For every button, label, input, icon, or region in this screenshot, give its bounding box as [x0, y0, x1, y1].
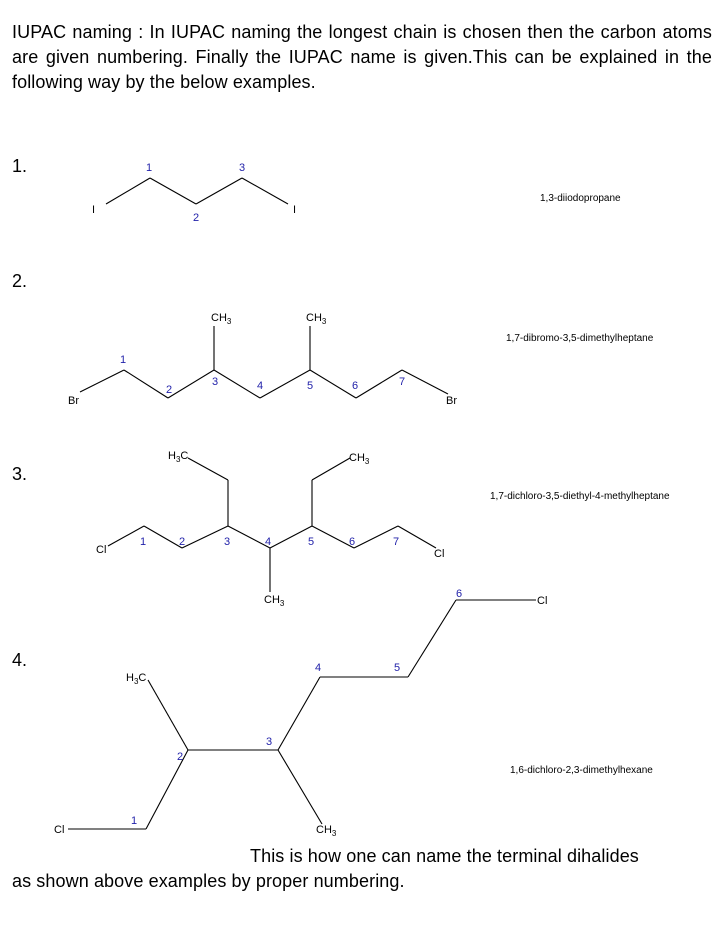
example-3-name: 1,7-dichloro-3,5-diethyl-4-methylheptane [490, 491, 670, 502]
intro-paragraph: IUPAC naming : In IUPAC naming the longe… [12, 22, 712, 92]
carbon-number-6: 6 [349, 536, 355, 548]
substituent-methyl-c5: CH3 [306, 312, 327, 326]
bond [145, 749, 189, 830]
carbon-number-2: 2 [193, 212, 199, 224]
bond [227, 525, 271, 549]
atom-iodine-left: I [92, 204, 95, 216]
atom-iodine-right: I [293, 204, 296, 216]
outro-line-2: as shown above examples by proper number… [12, 871, 405, 891]
outro-paragraph: This is how one can name the terminal di… [12, 844, 714, 894]
carbon-number-1: 1 [140, 536, 146, 548]
bond [259, 369, 311, 399]
substituent-methyl-c3: CH3 [211, 312, 232, 326]
bond [353, 525, 399, 549]
carbon-number-4: 4 [315, 662, 321, 674]
carbon-number-3: 3 [266, 736, 272, 748]
atom-chlorine-right: Cl [537, 595, 547, 607]
example-2-label: 2. [12, 271, 28, 291]
example-3-label: 3. [12, 464, 28, 484]
bond [311, 457, 351, 481]
bond [213, 369, 261, 399]
example-3-bonds [107, 457, 437, 592]
carbon-number-6: 6 [352, 380, 358, 392]
substituent-methyl-c4: CH3 [264, 594, 285, 608]
bond [401, 369, 449, 395]
carbon-number-4: 4 [265, 536, 271, 548]
atom-chlorine-left: Cl [96, 544, 106, 556]
bond [123, 369, 169, 399]
bond [105, 177, 151, 205]
example-2-bonds [79, 326, 449, 399]
bond [407, 599, 457, 678]
bond [397, 525, 437, 549]
carbon-number-4: 4 [257, 380, 263, 392]
carbon-number-7: 7 [393, 536, 399, 548]
bond [147, 679, 189, 751]
carbon-number-5: 5 [394, 662, 400, 674]
bond [277, 749, 323, 825]
bond [355, 369, 403, 399]
carbon-number-6: 6 [456, 588, 462, 600]
bond [143, 525, 183, 549]
bond [149, 177, 197, 205]
carbon-number-5: 5 [307, 380, 313, 392]
bond [309, 369, 357, 399]
example-1-label: 1. [12, 156, 28, 176]
example-4-label: 4. [12, 650, 28, 670]
bond [269, 525, 313, 549]
outro-line-1: This is how one can name the terminal di… [250, 846, 639, 866]
atom-bromine-right: Br [446, 395, 457, 407]
carbon-number-3: 3 [212, 376, 218, 388]
substituent-methyl-c3: CH3 [316, 824, 337, 838]
bond [277, 676, 321, 751]
substituent-methyl-c2: H3C [126, 672, 146, 686]
carbon-number-2: 2 [179, 536, 185, 548]
bond [167, 369, 215, 399]
bond [311, 525, 355, 549]
substituent-ethyl-c5: CH3 [349, 452, 370, 466]
bond [241, 177, 289, 205]
bond [195, 177, 243, 205]
carbon-number-5: 5 [308, 536, 314, 548]
atom-chlorine-left: Cl [54, 824, 64, 836]
carbon-number-7: 7 [399, 376, 405, 388]
bond [181, 525, 229, 549]
example-4-name: 1,6-dichloro-2,3-dimethylhexane [510, 765, 653, 776]
carbon-number-1: 1 [120, 354, 126, 366]
example-2-name: 1,7-dibromo-3,5-dimethylheptane [506, 333, 654, 344]
carbon-number-1: 1 [131, 815, 137, 827]
substituent-ethyl-c3: H3C [168, 450, 188, 464]
carbon-number-1: 1 [146, 162, 152, 174]
bond [79, 369, 125, 393]
bond [107, 525, 145, 547]
atom-bromine-left: Br [68, 395, 79, 407]
carbon-number-2: 2 [177, 751, 183, 763]
example-1-bonds [105, 177, 289, 205]
carbon-number-3: 3 [239, 162, 245, 174]
atom-chlorine-right: Cl [434, 548, 444, 560]
example-4-bonds [68, 599, 536, 830]
example-1-name: 1,3-diiodopropane [540, 193, 621, 204]
carbon-number-3: 3 [224, 536, 230, 548]
bond [187, 457, 229, 481]
carbon-number-2: 2 [166, 384, 172, 396]
